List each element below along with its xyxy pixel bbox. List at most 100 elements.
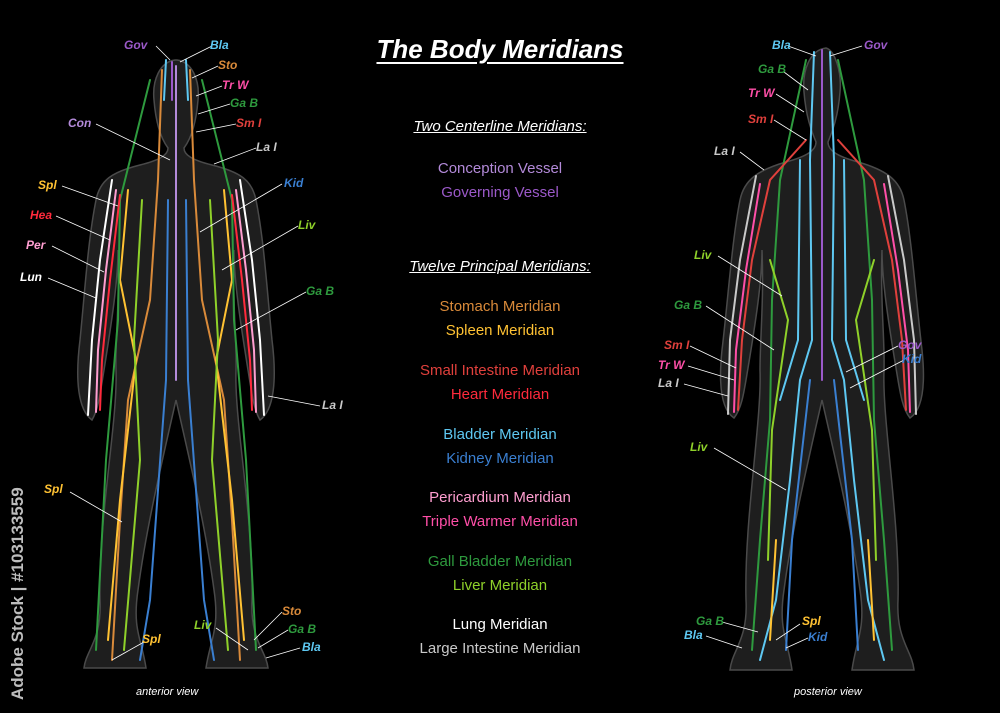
legend-lung: Lung Meridian [452, 616, 548, 633]
legend-heart: Heart Meridian [450, 386, 550, 403]
post-label-liv: Liv [694, 248, 712, 262]
ant-label-sto: Sto [218, 58, 238, 72]
ant-label-lai-top: La I [256, 140, 277, 154]
post-liver-right [854, 259, 877, 561]
post-label-gov-low: Gov [898, 338, 922, 352]
principal-heading: Twelve Principal Meridians: [409, 258, 591, 275]
post-label-sml-hand: Sm I [664, 338, 690, 352]
anterior-view-caption: anterior view [136, 686, 199, 698]
stock-id-text: Adobe Stock | #103133559 [8, 487, 27, 700]
legend-liver: Liver Meridian [452, 577, 548, 594]
post-kidney-left [785, 379, 811, 651]
post-gallbladder-left [751, 59, 807, 651]
post-small-intestine-left [737, 139, 807, 411]
ant-heart-left [99, 194, 121, 411]
ant-label-sto-foot: Sto [282, 604, 302, 618]
ant-label-gab-foot: Ga B [288, 622, 317, 636]
ant-bladder-left [163, 59, 167, 101]
anterior-leader-lines [47, 45, 321, 661]
ant-liver-right [209, 199, 229, 651]
legend-triple-warmer: Triple Warmer Meridian [422, 513, 578, 530]
post-large-intestine-left [727, 175, 757, 415]
ant-label-gab-mid: Ga B [306, 284, 335, 298]
ant-label-spl: Spl [38, 178, 57, 192]
ant-label-con: Con [68, 116, 92, 130]
ant-label-gab: Ga B [230, 96, 259, 110]
ant-gallbladder-left [95, 79, 151, 651]
ant-label-liv-foot: Liv [194, 618, 212, 632]
post-label-sml: Sm I [748, 112, 774, 126]
ant-label-gov: Gov [124, 38, 148, 52]
ant-lung-right [239, 179, 265, 416]
legend-bladder: Bladder Meridian [443, 426, 557, 443]
post-label-lai-hand: La I [658, 376, 679, 390]
legend-kidney: Kidney Meridian [446, 450, 554, 467]
post-label-gab-mid: Ga B [674, 298, 703, 312]
post-label-kid: Kid [902, 352, 922, 366]
legend-stomach: Stomach Meridian [439, 298, 561, 315]
post-bladder-outer-left [779, 159, 801, 401]
ant-kidney-left [139, 199, 169, 661]
ant-label-bla: Bla [210, 38, 229, 52]
page-title: The Body Meridians [376, 34, 624, 64]
ant-label-kid: Kid [284, 176, 304, 190]
post-spleen-right [867, 539, 875, 641]
post-label-lai: La I [714, 144, 735, 158]
post-bladder-outer-right [843, 159, 865, 401]
post-label-gab: Ga B [758, 62, 787, 76]
ant-liver-left [123, 199, 143, 651]
post-bladder-inner-left [759, 51, 815, 661]
ant-label-lun: Lun [20, 270, 42, 284]
post-label-liv-leg: Liv [690, 440, 708, 454]
legend-conception-vessel: Conception Vessel [437, 160, 563, 177]
ant-label-sml: Sm I [236, 116, 262, 130]
post-label-trw-hand: Tr W [658, 358, 685, 372]
posterior-leader-lines [683, 45, 905, 649]
legend-gall-bladder: Gall Bladder Meridian [427, 553, 573, 570]
post-triple-warmer-right [883, 183, 911, 413]
ant-label-lai-hand: La I [322, 398, 343, 412]
ant-label-liv: Liv [298, 218, 316, 232]
ant-label-trw: Tr W [222, 78, 249, 92]
post-label-trw: Tr W [748, 86, 775, 100]
ant-heart-right [231, 194, 253, 411]
ant-label-bla-foot: Bla [302, 640, 321, 654]
ant-stomach-left [111, 69, 163, 661]
ant-label-per: Per [26, 238, 46, 252]
post-liver-left [767, 259, 790, 561]
ant-pericardium-left [95, 189, 117, 413]
legend-governing-vessel: Governing Vessel [441, 184, 559, 201]
legend-large-intestine: Large Intestine Meridian [419, 640, 581, 657]
post-label-bla: Bla [772, 38, 791, 52]
posterior-meridians [727, 49, 917, 661]
ant-label-hea: Hea [30, 208, 53, 222]
centerline-heading: Two Centerline Meridians: [413, 118, 587, 135]
post-label-spl-foot: Spl [802, 614, 821, 628]
post-small-intestine-right [837, 139, 907, 411]
post-label-gov: Gov [864, 38, 888, 52]
post-label-bla-foot: Bla [684, 628, 703, 642]
legend-pericardium: Pericardium Meridian [429, 489, 571, 506]
post-label-kid-foot: Kid [808, 630, 828, 644]
posterior-view-caption: posterior view [794, 686, 862, 698]
ant-label-spl-foot: Spl [142, 632, 161, 646]
post-gallbladder-right [837, 59, 893, 651]
post-large-intestine-right [887, 175, 917, 415]
legend-spleen: Spleen Meridian [445, 322, 555, 339]
ant-lung-left [87, 179, 113, 416]
ant-pericardium-right [235, 189, 257, 413]
post-spleen-left [769, 539, 777, 641]
ant-bladder-right [185, 59, 189, 101]
post-label-gab-foot: Ga B [696, 614, 725, 628]
post-bladder-inner-right [829, 51, 885, 661]
anterior-meridians [87, 59, 265, 661]
legend-small-intestine: Small Intestine Meridian [419, 362, 581, 379]
ant-gallbladder-right [201, 79, 257, 651]
ant-stomach-right [189, 69, 241, 661]
post-kidney-right [833, 379, 859, 651]
ant-kidney-right [185, 199, 215, 661]
ant-label-spl-leg: Spl [44, 482, 63, 496]
post-triple-warmer-left [733, 183, 761, 413]
